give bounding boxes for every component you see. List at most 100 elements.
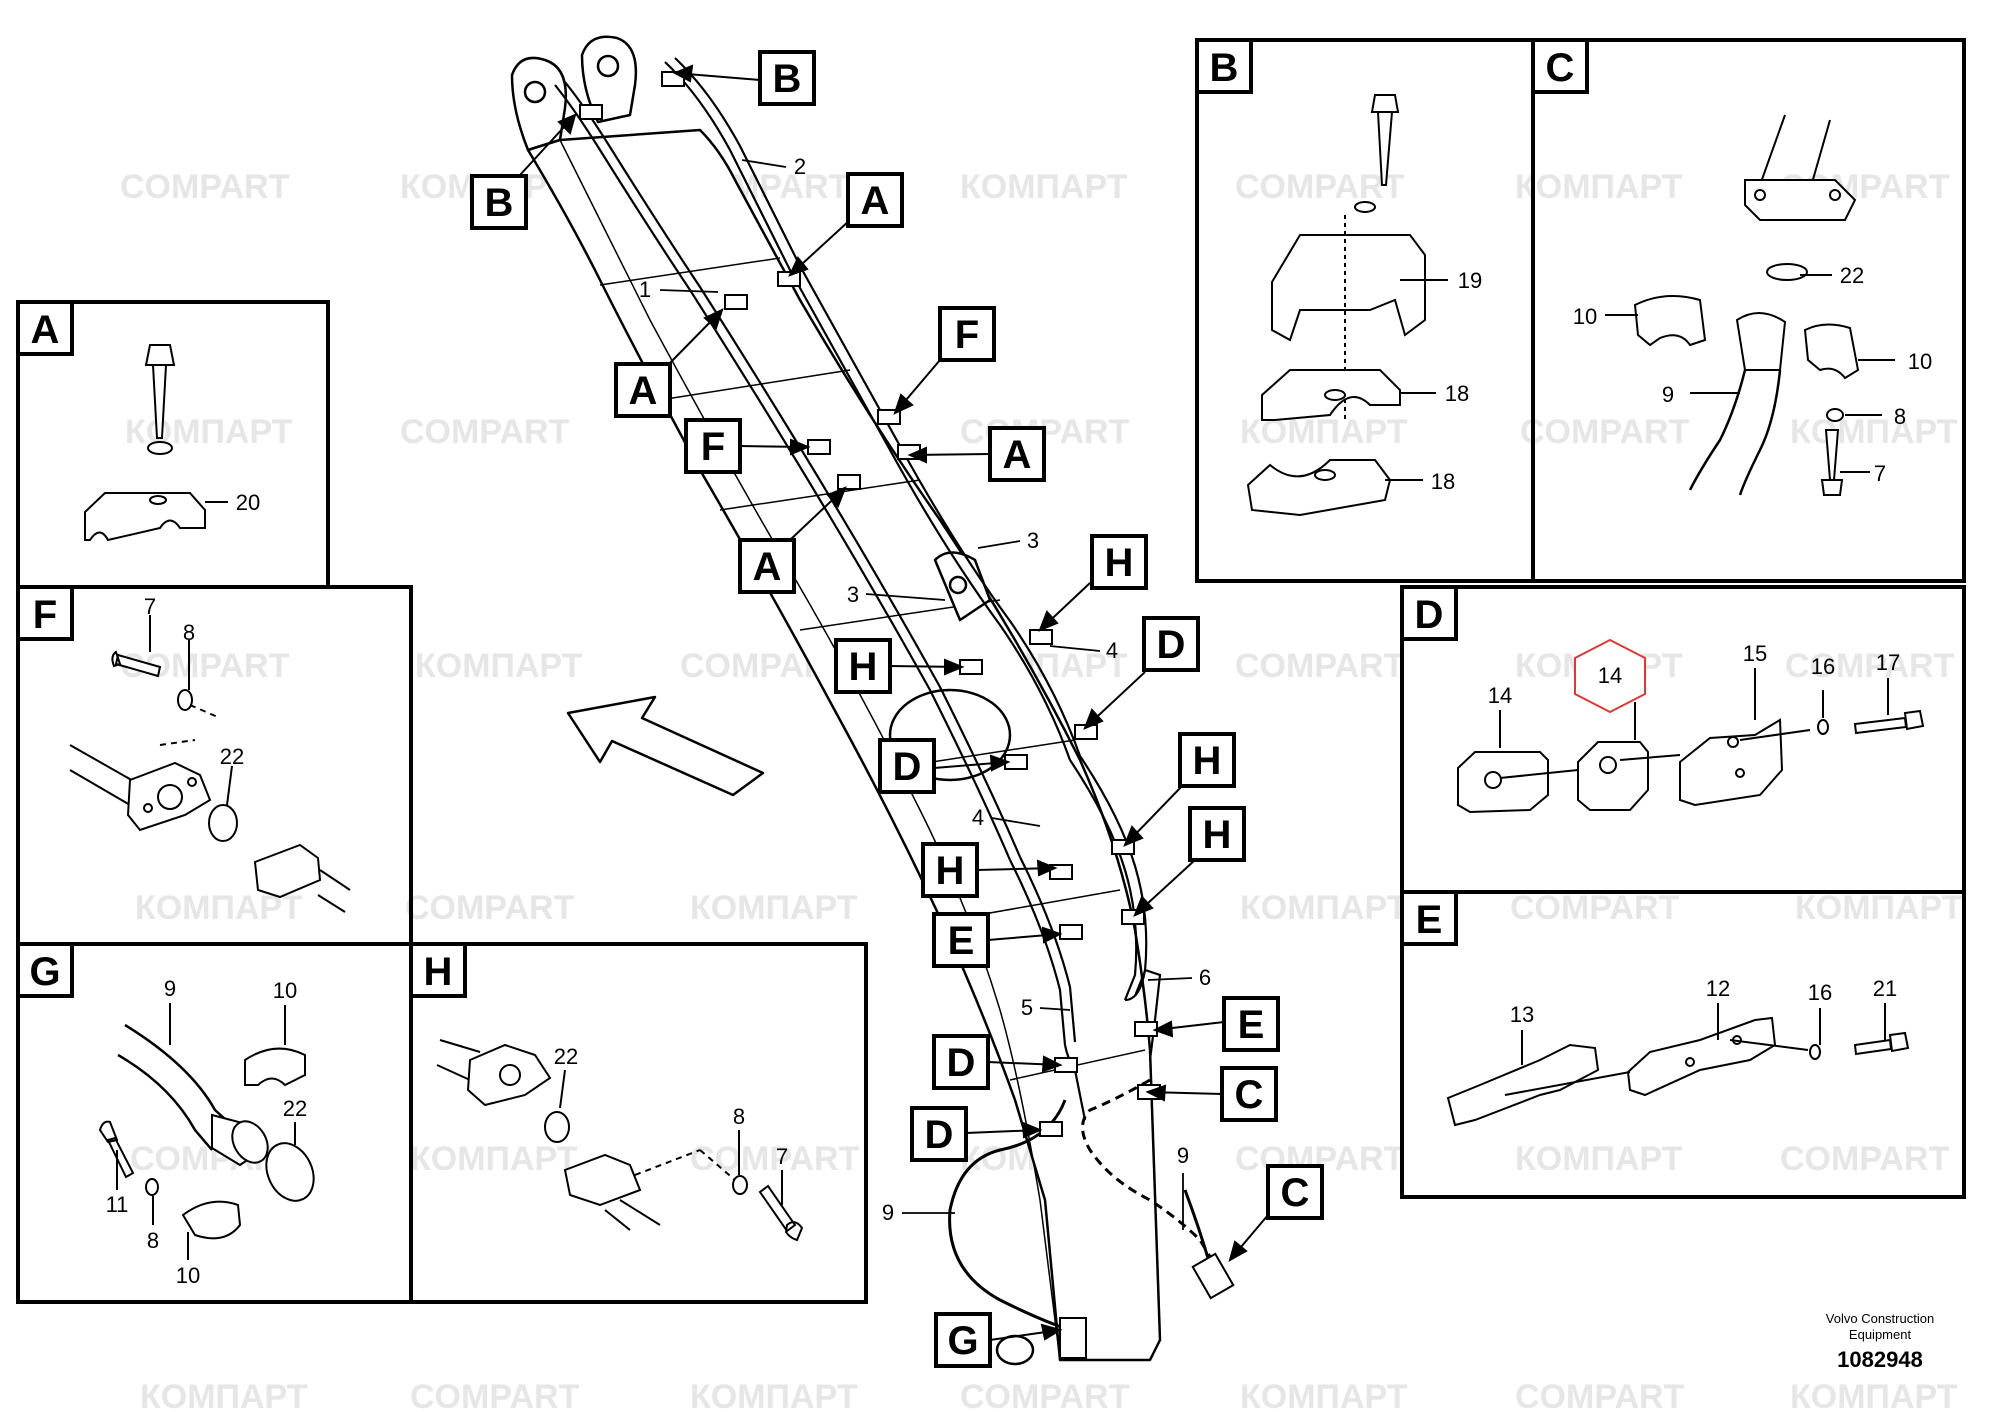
pipe-4 (1079, 755, 1148, 997)
watermark-text: КОМПАРТ (1515, 1140, 1683, 1178)
reference-arrowhead (1041, 926, 1063, 944)
part-number: 3 (847, 582, 859, 607)
panel-c-callouts: 22 10 10 9 8 7 (1573, 263, 1932, 486)
reference-letter: F (701, 425, 725, 469)
split-flange-icon (244, 1047, 306, 1087)
reference-box (1178, 732, 1236, 788)
reference-arrowhead (1123, 825, 1144, 847)
panel-letter: F (33, 593, 57, 637)
flange-hole (499, 1064, 521, 1086)
pipe-clamp (724, 294, 748, 310)
watermark-text: COMPART (690, 1140, 860, 1178)
callout-number: 16 (1811, 654, 1835, 679)
washer-icon (1354, 201, 1376, 213)
view-ref-d: D (932, 1034, 1063, 1090)
reference-arrowhead (790, 438, 811, 456)
panel-c-frame (1531, 38, 1966, 583)
pipe-line (1809, 119, 1831, 191)
callout-number: 19 (1458, 268, 1482, 293)
callout-number: 11 (106, 1192, 129, 1217)
front-direction-arrow (566, 695, 765, 797)
drawing-footer: Volvo Construction Equipment 1082948 (1826, 1311, 1934, 1372)
flange-hole (157, 784, 183, 810)
reference-arrowhead (1133, 895, 1154, 917)
callout-number: 10 (273, 978, 297, 1003)
callout-number: 14 (1598, 663, 1622, 688)
view-ref-f: F (893, 306, 996, 415)
main-view-leaders (659, 159, 1193, 1230)
panel-c-parts (1605, 114, 1895, 496)
bolt-icon (1853, 709, 1925, 735)
panel-letter: G (29, 950, 60, 994)
reference-letter: E (1238, 1003, 1265, 1047)
reference-arrowhead (1041, 1055, 1063, 1073)
clamp-hole (149, 495, 167, 505)
center-line (1504, 1071, 1631, 1096)
view-ref-c: C (1145, 1066, 1278, 1122)
callout-number: 17 (1876, 650, 1900, 675)
hose-line (439, 1039, 481, 1053)
reference-letter: A (1003, 433, 1032, 477)
watermark-text: КОМПАРТ (1240, 1378, 1408, 1412)
clamp-hole (1735, 768, 1745, 778)
reference-arrowhead (557, 113, 577, 135)
reference-letter: G (947, 1319, 978, 1363)
reference-arrowhead (1036, 859, 1058, 877)
watermark-text: COMPART (1235, 647, 1405, 685)
callout-number: 12 (1706, 976, 1730, 1001)
panel-d-parts (1457, 668, 1925, 814)
panel-tab-box (16, 585, 74, 641)
reference-arrowhead (826, 486, 847, 508)
reference-arrowhead (1083, 708, 1104, 730)
view-ref-c: D (910, 1106, 1043, 1162)
part-number: 3 (1027, 528, 1039, 553)
panel-g-callouts: 9 10 22 11 8 10 (106, 976, 308, 1288)
view-ref-e: E (932, 912, 1063, 968)
washer-icon (1809, 1044, 1821, 1060)
callout-number: 7 (776, 1144, 788, 1169)
view-ref-h: H (1038, 534, 1148, 632)
leader-line (865, 593, 946, 601)
callout-number: 15 (1743, 641, 1767, 666)
hose-icon (1738, 369, 1782, 496)
center-line (1619, 754, 1681, 761)
company-name: Volvo Construction (1826, 1311, 1934, 1326)
reference-box (1188, 806, 1246, 862)
panel-f-parts (69, 615, 351, 913)
panel-b-tab: B (1195, 38, 1253, 94)
reference-box (1142, 616, 1200, 672)
watermark-text: КОМПАРТ (1240, 889, 1408, 927)
watermark-text: COMPART (960, 1378, 1130, 1412)
clamp-block-icon (84, 492, 206, 542)
watermark-text: КОМПАРТ (690, 889, 858, 927)
boom-pin-hole (523, 80, 547, 104)
callout-number: 7 (144, 594, 156, 619)
callout-number: 8 (183, 620, 195, 645)
callout-number: 14 (1488, 683, 1512, 708)
reference-box (738, 538, 796, 594)
panel-frames (16, 38, 1966, 1304)
reference-letter: H (1105, 541, 1134, 585)
leader-line (659, 289, 719, 293)
washer-icon (145, 1178, 159, 1196)
watermark-text: КОМПАРТ (1790, 1378, 1958, 1412)
flange-half-icon (563, 1153, 642, 1207)
clamp-hole (1324, 389, 1346, 401)
watermark-text: КОМПАРТ (1790, 413, 1958, 451)
clamp-hole (1484, 771, 1502, 789)
callout-number: 10 (1573, 304, 1597, 329)
pipe-4 (1009, 859, 1067, 1046)
reference-letter: D (893, 745, 922, 789)
reference-letter: A (861, 179, 890, 223)
part-number: 1 (639, 277, 651, 302)
watermark-text: COMPART (1235, 168, 1405, 206)
reference-box (614, 362, 672, 418)
leader-line (226, 765, 233, 806)
panel-tab-box (1531, 38, 1589, 94)
pipe-clamp (807, 439, 831, 455)
watermark-text: COMPART (1520, 413, 1690, 451)
o-ring-icon (208, 804, 238, 842)
main-view-part-numbers: 2 1 3 3 4 4 5 6 9 9 (639, 154, 1211, 1225)
flange-bolt-hole (1829, 189, 1841, 201)
panel-h-callouts: 22 8 7 (554, 1044, 788, 1169)
